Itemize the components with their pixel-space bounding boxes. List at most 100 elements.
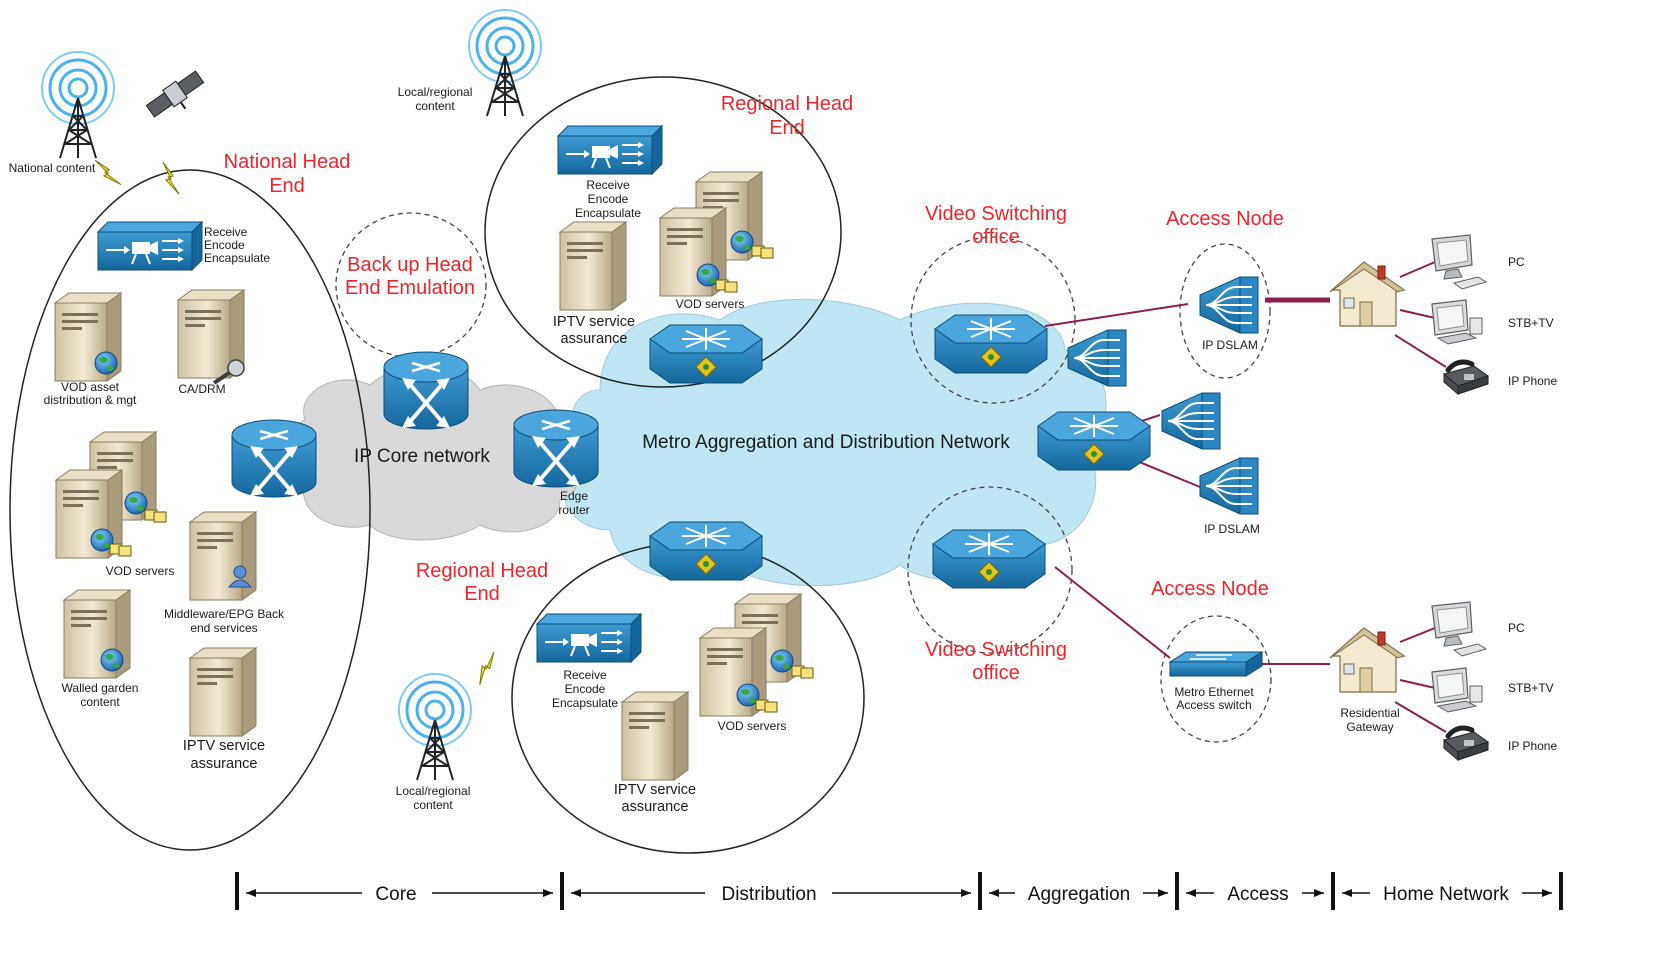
bolt-icon xyxy=(468,651,505,686)
national-head-end-boundary xyxy=(9,169,371,851)
link-vso-bottom-switch xyxy=(1054,566,1171,659)
metro-switch-vso-bottom-icon xyxy=(932,529,1046,589)
pc-top-label: PC xyxy=(1508,255,1525,269)
metro-switch-top-left-icon xyxy=(649,324,763,384)
core-router-left-icon xyxy=(230,418,318,499)
vod-regional-top-label: VOD servers xyxy=(676,297,745,311)
segment-distribution-label: Distribution xyxy=(721,884,816,905)
house-top-icon xyxy=(1329,261,1405,327)
national-content-label: National content xyxy=(9,161,96,175)
national-tower-icon xyxy=(40,50,116,160)
segment-core-label: Core xyxy=(375,884,416,905)
pc-bottom-icon xyxy=(1431,601,1487,657)
core-router-center-icon xyxy=(382,350,470,431)
link-house-pc-bottom xyxy=(1399,627,1436,643)
folders-icon xyxy=(751,245,774,259)
vod-national-label: VOD servers xyxy=(106,564,175,578)
segment-home-network-label: Home Network xyxy=(1383,884,1509,905)
encoder-regional-bottom-icon xyxy=(536,613,642,663)
segment-arrows xyxy=(246,889,1552,897)
bolt-icon xyxy=(94,154,122,191)
ip-dslam-mid-label: IP DSLAM xyxy=(1204,522,1260,536)
satellite-icon xyxy=(145,70,205,118)
ip-core-label: IP Core network xyxy=(354,446,490,467)
edge-router-icon xyxy=(512,408,600,489)
metro-switch-bottom-left-icon xyxy=(649,521,763,581)
house-bottom-icon xyxy=(1329,627,1405,693)
iptv-assurance-bottom-server-icon xyxy=(621,691,689,781)
vso-bottom-boundary xyxy=(907,486,1073,654)
link-house-phone-bottom xyxy=(1394,701,1447,733)
metro-switch-right-icon xyxy=(1037,411,1151,471)
access-node-top-boundary xyxy=(1179,243,1271,379)
globe-icon xyxy=(94,351,118,375)
phone-top-icon xyxy=(1444,362,1488,394)
tower-top-icon xyxy=(467,8,543,118)
key-icon xyxy=(212,359,245,385)
segment-access-label: Access xyxy=(1227,884,1288,905)
encoder-national-icon xyxy=(97,221,203,271)
folders-icon xyxy=(755,699,778,713)
backup-head-end-boundary xyxy=(335,212,487,358)
folders-icon xyxy=(715,279,738,293)
segment-ruler xyxy=(235,872,1563,910)
access-node-bottom-boundary xyxy=(1160,615,1272,743)
phone-bottom-label: IP Phone xyxy=(1508,739,1557,753)
vso-top-boundary xyxy=(910,236,1076,404)
metro-ethernet-switch-icon xyxy=(1169,651,1263,677)
globe-icon xyxy=(124,491,148,515)
link-house-stb-top xyxy=(1399,309,1436,319)
ip-dslam-top-label: IP DSLAM xyxy=(1202,338,1258,352)
link-house-pc-top xyxy=(1399,261,1436,278)
metro-switch-vso-top-icon xyxy=(934,314,1048,374)
stb-top-label: STB+TV xyxy=(1508,316,1554,330)
iptv-assurance-top-server-icon xyxy=(559,221,627,311)
access-node-bottom-title: Access Node xyxy=(1151,578,1269,600)
bolt-icon xyxy=(162,161,180,195)
segment-aggregation-label: Aggregation xyxy=(1028,884,1130,905)
phone-top-label: IP Phone xyxy=(1508,374,1557,388)
encoder-regional-top-icon xyxy=(557,125,663,175)
ca-drm-label: CA/DRM xyxy=(178,382,225,396)
dslam-lower-mid-icon xyxy=(1199,457,1259,515)
vod-regional-bottom-label: VOD servers xyxy=(718,719,787,733)
access-node-top-title: Access Node xyxy=(1166,208,1284,230)
link-vso-top-dslam xyxy=(1044,303,1189,327)
folders-icon xyxy=(144,509,167,523)
globe-icon xyxy=(730,230,754,254)
iptv-assurance-national-server-icon xyxy=(189,647,257,737)
stb-bottom-icon xyxy=(1431,667,1483,713)
user-icon xyxy=(227,565,253,588)
stb-top-icon xyxy=(1431,299,1483,345)
tower-bottom-icon xyxy=(397,672,473,782)
pc-bottom-label: PC xyxy=(1508,621,1525,635)
globe-icon xyxy=(100,648,124,672)
pc-top-icon xyxy=(1431,234,1487,290)
phone-bottom-icon xyxy=(1444,728,1488,760)
folders-icon xyxy=(791,665,814,679)
stb-bottom-label: STB+TV xyxy=(1508,681,1554,695)
link-house-phone-top xyxy=(1394,334,1447,368)
link-house-stb-bottom xyxy=(1399,679,1436,689)
globe-icon xyxy=(770,649,794,673)
